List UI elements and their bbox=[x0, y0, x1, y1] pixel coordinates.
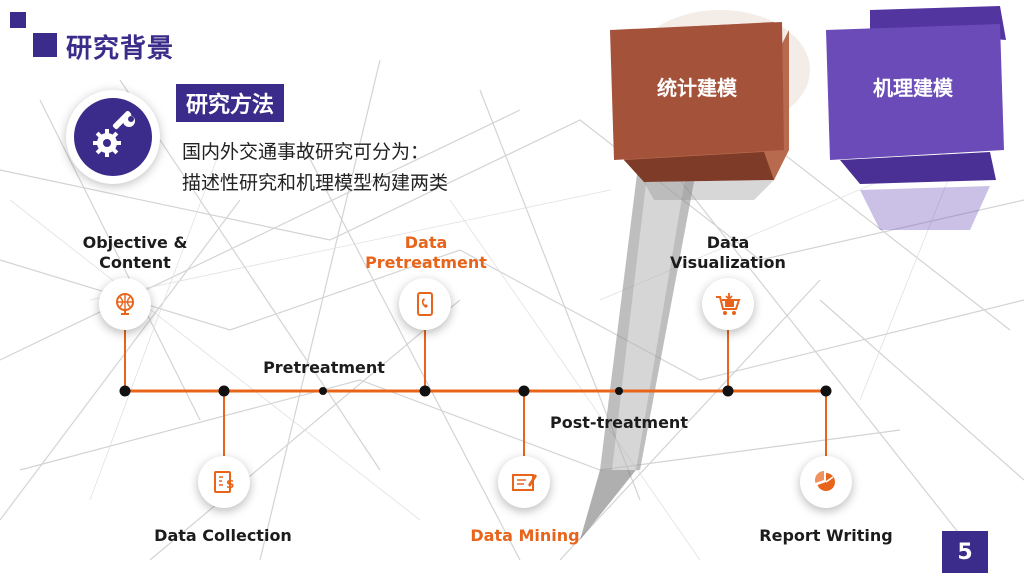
ribbon-label-mechanism: 机理建模 bbox=[873, 76, 953, 100]
writing-icon bbox=[512, 474, 537, 491]
globe-icon bbox=[116, 293, 134, 315]
step-label-visualization: Data Visualization bbox=[670, 233, 786, 272]
page-title: 研究背景 bbox=[66, 34, 175, 64]
mechanism-modeling-ribbon bbox=[826, 6, 1006, 230]
method-description-line-1: 国内外交通事故研究可分为： bbox=[182, 141, 430, 163]
timeline-dot bbox=[119, 385, 131, 397]
step-node-visualization bbox=[702, 278, 754, 330]
statistical-modeling-ribbon bbox=[610, 22, 789, 200]
page-number: 5 bbox=[942, 531, 988, 573]
pie-chart-icon bbox=[814, 471, 835, 491]
step-node-collection: $ bbox=[198, 456, 250, 508]
phone-icon bbox=[417, 292, 433, 316]
timeline-dot bbox=[419, 385, 431, 397]
title-decor-square-large bbox=[33, 33, 57, 57]
step-label-pretreatment: Data Pretreatment bbox=[365, 233, 487, 272]
ribbon-label-statistical: 统计建模 bbox=[657, 76, 737, 100]
step-node-report bbox=[800, 456, 852, 508]
step-node-objective bbox=[99, 278, 151, 330]
step-node-mining bbox=[498, 456, 550, 508]
segment-label-post-treatment: Post-treatment bbox=[550, 413, 688, 432]
method-heading: 研究方法 bbox=[176, 84, 285, 122]
timeline-dot bbox=[615, 387, 623, 395]
wrench-gear-icon bbox=[93, 111, 135, 157]
step-label-collection: Data Collection bbox=[154, 526, 292, 545]
title-decor-square-small bbox=[10, 12, 26, 28]
svg-text:$: $ bbox=[226, 477, 234, 491]
step-label-report: Report Writing bbox=[759, 526, 893, 545]
timeline-dot bbox=[218, 385, 230, 397]
timeline-dot bbox=[518, 385, 530, 397]
timeline-dot bbox=[319, 387, 327, 395]
step-label-objective: Objective & Content bbox=[82, 233, 188, 272]
cart-icon bbox=[716, 293, 741, 315]
timeline-dot bbox=[820, 385, 832, 397]
method-badge bbox=[66, 90, 160, 184]
step-label-mining: Data Mining bbox=[470, 526, 580, 545]
segment-label-pretreatment: Pretreatment bbox=[263, 358, 385, 377]
step-node-pretreatment bbox=[399, 278, 451, 330]
method-description-line-2: 描述性研究和机理模型构建两类 bbox=[182, 172, 449, 194]
timeline-dot bbox=[722, 385, 734, 397]
money-document-icon: $ bbox=[214, 471, 234, 493]
